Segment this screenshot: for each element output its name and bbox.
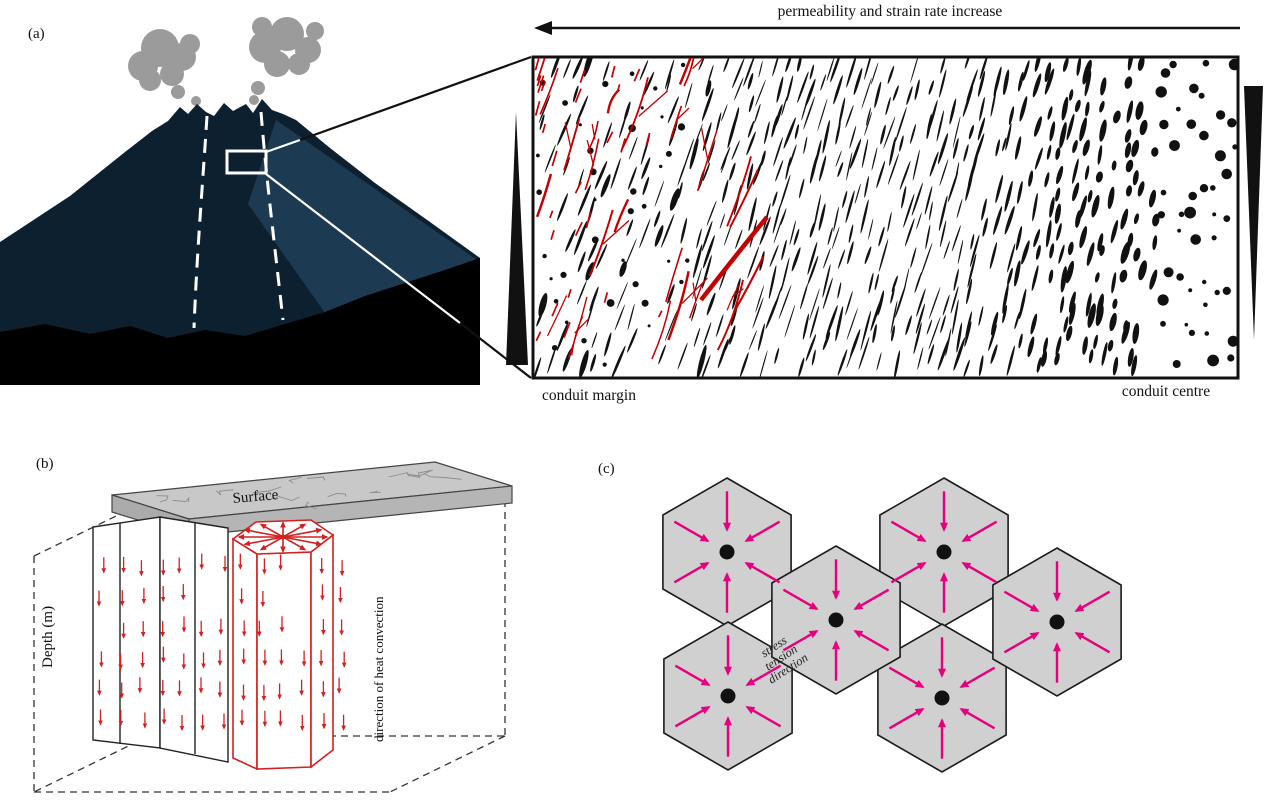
- active-convection-column: [231, 519, 335, 771]
- panel-c: (c) stress tension direction: [598, 461, 1122, 773]
- radial-heat-arrows: [237, 521, 329, 553]
- volcano-illustration: [0, 17, 480, 385]
- strain-gradient-wedge-right: [1244, 86, 1263, 340]
- depth-box-wireframe: [33, 499, 506, 793]
- slab-crack-lines: [156, 469, 462, 510]
- fracture-texture-field: [534, 58, 769, 360]
- depth-axis-label: Depth (m): [40, 606, 56, 668]
- stress-direction-label: stress tension direction: [758, 633, 810, 686]
- volcano-flank: [248, 120, 480, 320]
- panel-b-label: (b): [36, 456, 54, 472]
- strain-gradient-wedge-left: [506, 112, 528, 365]
- heat-convection-arrows: [96, 553, 347, 732]
- sample-window-rect: [225, 149, 268, 175]
- permeability-arrow-label: permeability and strain rate increase: [778, 3, 1003, 20]
- smoke-plume-icon: [128, 17, 324, 106]
- permeability-arrow: permeability and strain rate increase: [534, 3, 1240, 35]
- panel-a: (a): [0, 3, 1263, 404]
- conduit-detail-box: [531, 55, 1240, 380]
- convection-direction-label: direction of heat convection: [371, 596, 386, 742]
- hexagonal-cells: [662, 477, 1122, 773]
- surface-label: Surface: [232, 487, 279, 507]
- panel-b: (b) Surface Depth (m) direction of heat …: [33, 456, 513, 793]
- conduit-margin-label: conduit margin: [542, 387, 636, 404]
- conduit-centre-label: conduit centre: [1122, 383, 1210, 400]
- arrowhead-left-icon: [534, 21, 552, 35]
- joint-columns: [92, 516, 229, 763]
- vesicle-texture-field: [533, 58, 1237, 377]
- conduit-dashed-walls: [192, 111, 285, 329]
- zoom-leader-lines: [265, 55, 532, 379]
- foreground-ridge: [0, 258, 480, 385]
- panel-a-label: (a): [28, 26, 45, 42]
- panel-c-label: (c): [598, 461, 615, 477]
